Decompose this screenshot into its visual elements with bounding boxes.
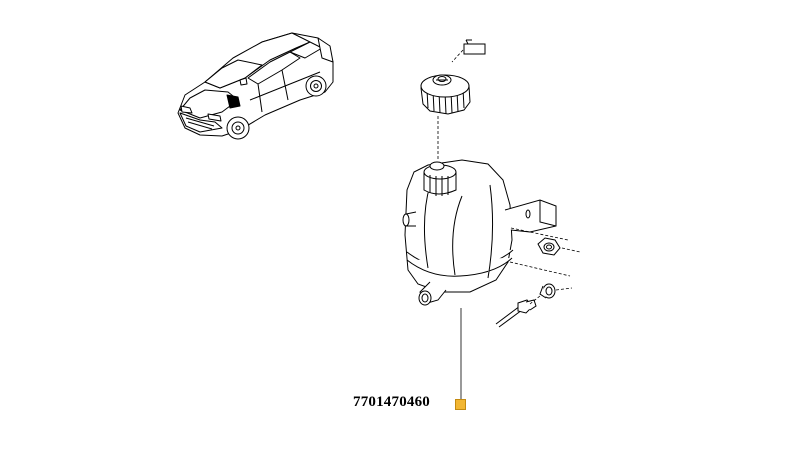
part-callout-marker[interactable] <box>455 399 466 410</box>
hex-nut <box>537 237 561 256</box>
part-number-label: 7701470460 <box>353 394 430 410</box>
label-marker-icon <box>463 39 486 55</box>
sedan-car-icon <box>177 32 334 140</box>
coolant-expansion-reservoir <box>402 159 557 306</box>
mounting-bolt <box>495 299 537 328</box>
leader-lines <box>509 227 581 305</box>
reservoir-cap <box>420 74 471 115</box>
hose-clip <box>539 283 556 299</box>
